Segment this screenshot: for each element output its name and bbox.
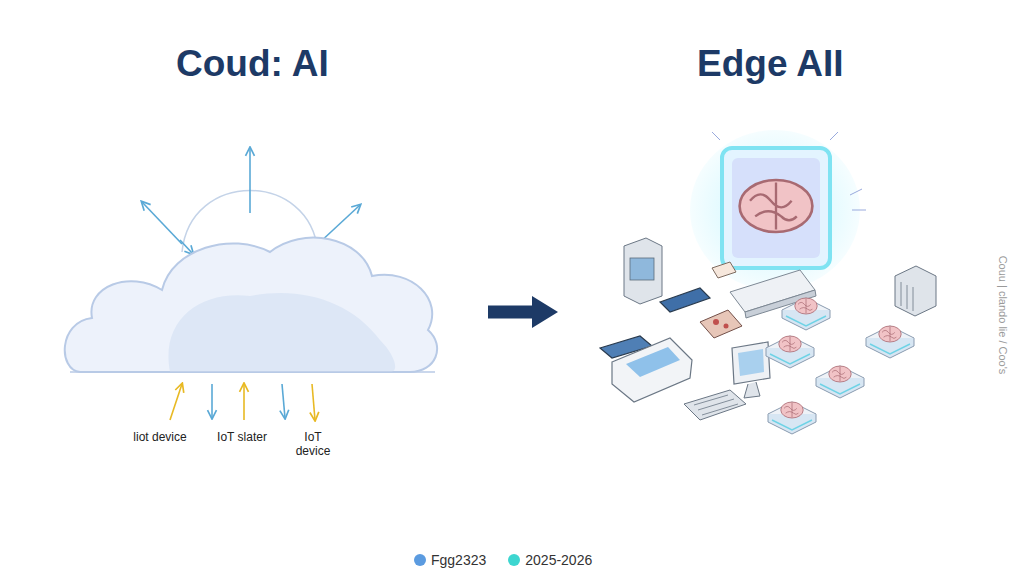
illustration-part bbox=[282, 384, 285, 418]
illustration-part bbox=[713, 319, 719, 325]
illustration-part bbox=[722, 148, 830, 268]
device-label: IoT device bbox=[286, 430, 340, 459]
flow-arrow bbox=[488, 296, 558, 328]
legend-swatch bbox=[508, 554, 520, 566]
illustration-part bbox=[724, 324, 729, 329]
illustration-part bbox=[249, 148, 251, 213]
legend-text: 2025-2026 bbox=[525, 552, 592, 568]
cloud-node: Coud: AI bbox=[60, 40, 485, 380]
illustration-part bbox=[690, 130, 860, 290]
illustration-part bbox=[816, 366, 864, 398]
device-label: liot device bbox=[133, 430, 187, 444]
illustration-part bbox=[243, 384, 245, 420]
edge-node: Edge AII bbox=[558, 40, 958, 440]
illustration-part bbox=[180, 240, 193, 254]
illustration-part bbox=[312, 384, 315, 420]
cloud-base bbox=[70, 371, 435, 373]
illustration-part bbox=[732, 342, 770, 384]
illustration-part bbox=[740, 180, 813, 232]
illustration-part bbox=[852, 210, 866, 211]
illustration-part bbox=[626, 347, 680, 377]
illustration-part bbox=[712, 262, 736, 278]
illustration-part bbox=[712, 132, 720, 140]
arrow-shaft bbox=[488, 306, 534, 319]
illustration-part bbox=[630, 258, 654, 280]
illustration-part bbox=[660, 288, 710, 312]
illustration-part bbox=[866, 326, 914, 358]
illustration-part bbox=[624, 238, 662, 304]
illustration-part bbox=[782, 298, 830, 330]
illustration-part bbox=[684, 390, 746, 420]
legend-swatch bbox=[414, 554, 426, 566]
legend-text: Fgg2323 bbox=[431, 552, 486, 568]
illustration-part bbox=[901, 282, 913, 311]
illustration-part bbox=[170, 384, 182, 420]
illustration-part bbox=[694, 395, 738, 415]
illustration-part bbox=[142, 202, 182, 244]
illustration-part bbox=[766, 336, 814, 368]
illustration-part bbox=[211, 384, 213, 418]
section-heading: Edge AII bbox=[697, 44, 844, 85]
watermark: Couu | clando lie / Coo's bbox=[997, 256, 1009, 375]
illustration-part bbox=[700, 310, 742, 338]
illustration-part bbox=[612, 338, 692, 402]
illustration-part bbox=[732, 158, 820, 258]
arrow-head bbox=[532, 296, 558, 328]
cloud-shape bbox=[60, 40, 485, 380]
section-heading: Coud: AI bbox=[176, 44, 329, 85]
illustration-part bbox=[744, 382, 760, 398]
cloud-shade bbox=[168, 293, 395, 372]
illustration-part bbox=[738, 349, 764, 376]
illustration-part bbox=[768, 402, 816, 434]
device-label: IoT slater bbox=[215, 430, 269, 444]
cloud-outline bbox=[65, 238, 437, 372]
illustration-part bbox=[830, 132, 838, 140]
illustration-part bbox=[895, 266, 936, 316]
illustration-part bbox=[850, 189, 862, 195]
